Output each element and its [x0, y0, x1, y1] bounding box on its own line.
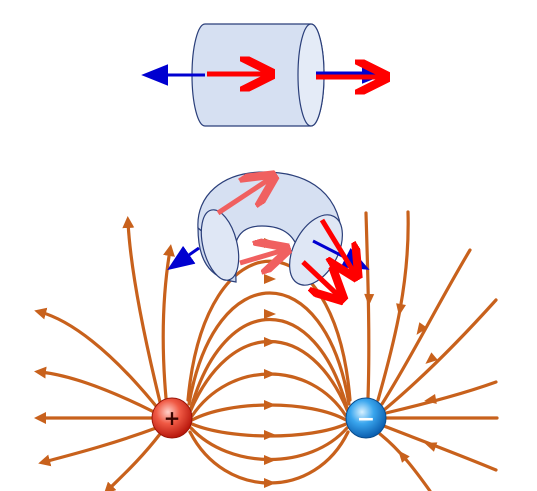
field-line-arrowhead — [264, 337, 276, 347]
field-line-arrowhead — [264, 238, 276, 248]
field-line-arrowhead — [424, 394, 437, 404]
field-lines — [34, 210, 499, 491]
field-line — [378, 432, 432, 491]
positive-charge: + — [151, 397, 193, 439]
field-line — [382, 424, 498, 472]
field-line — [122, 216, 162, 404]
negative-charge-symbol: − — [357, 407, 375, 432]
field-line-arrowhead — [264, 455, 276, 465]
field-line-arrowhead — [424, 442, 438, 452]
flux-arrow-tube-right-upper — [319, 218, 355, 274]
flux-arrow-tube-inner — [239, 250, 284, 263]
negative-charge: − — [345, 397, 387, 439]
field-line-arrowhead — [264, 400, 276, 410]
field-line-arrowhead — [416, 322, 428, 335]
field-line — [103, 432, 162, 491]
field-line — [364, 211, 371, 400]
field-line — [384, 380, 498, 415]
field-line — [34, 366, 156, 414]
flux-arrow-tube-top — [216, 178, 271, 216]
field-line — [38, 426, 158, 467]
field-line-arrowhead — [398, 450, 410, 463]
field-line — [189, 318, 349, 410]
positive-charge-symbol: + — [164, 406, 181, 430]
field-line-arrowhead — [264, 430, 276, 440]
field-line-arrowhead — [396, 303, 406, 316]
field-line-arrowhead — [364, 293, 375, 306]
normal-arrow-tube-left — [167, 245, 200, 271]
field-line-arrowhead — [425, 352, 438, 364]
field-line-arrowhead — [264, 369, 276, 379]
field-line-arrowhead — [264, 309, 276, 319]
field-line-arrowhead — [264, 478, 276, 488]
field-line — [34, 307, 158, 408]
field-line — [187, 291, 351, 406]
flux-arrow-tube-right-lower — [301, 260, 340, 297]
field-line — [161, 244, 175, 400]
field-line — [382, 298, 498, 412]
field-line-arrowhead — [264, 274, 276, 284]
